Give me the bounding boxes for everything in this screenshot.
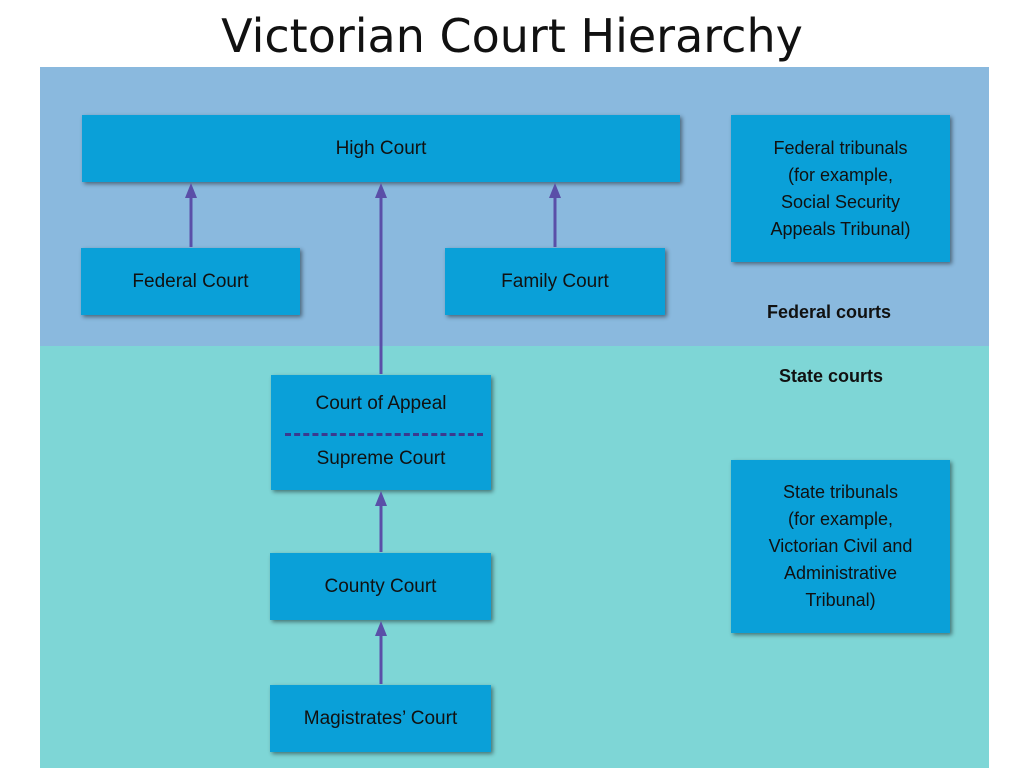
page-title: Victorian Court Hierarchy	[221, 9, 803, 63]
state-tribunals-line: Victorian Civil and	[768, 536, 913, 556]
federal-tribunals-box: Federal tribunals (for example, Social S…	[731, 115, 950, 262]
supreme-court-label: Supreme Court	[316, 448, 446, 469]
state-tribunals-box: State tribunals (for example, Victorian …	[731, 460, 950, 633]
state-tribunals-line: Tribunal)	[805, 590, 876, 610]
federal-court-box: Federal Court	[81, 248, 300, 315]
high-court-box: High Court	[82, 115, 680, 182]
federal-tribunals-line: Federal tribunals	[773, 137, 908, 158]
federal-tribunals-line: Appeals Tribunal)	[770, 218, 911, 239]
court-of-appeal-label: Court of Appeal	[315, 393, 447, 414]
dashed-divider	[285, 433, 483, 436]
state-tribunals-line: State tribunals	[782, 482, 899, 502]
court-of-appeal-supreme-court-box: Court of Appeal Supreme Court	[271, 375, 491, 490]
federal-tribunals-line: (for example,	[787, 164, 894, 185]
state-courts-label: State courts	[779, 366, 884, 386]
state-tribunals-line: Administrative	[783, 563, 898, 583]
state-tribunals-line: (for example,	[787, 509, 894, 529]
federal-tribunals-line: Social Security	[780, 191, 901, 212]
county-court-box: County Court	[270, 553, 491, 620]
federal-courts-label: Federal courts	[767, 302, 892, 322]
family-court-box: Family Court	[445, 248, 665, 315]
magistrates-court-box: Magistrates’ Court	[270, 685, 491, 752]
